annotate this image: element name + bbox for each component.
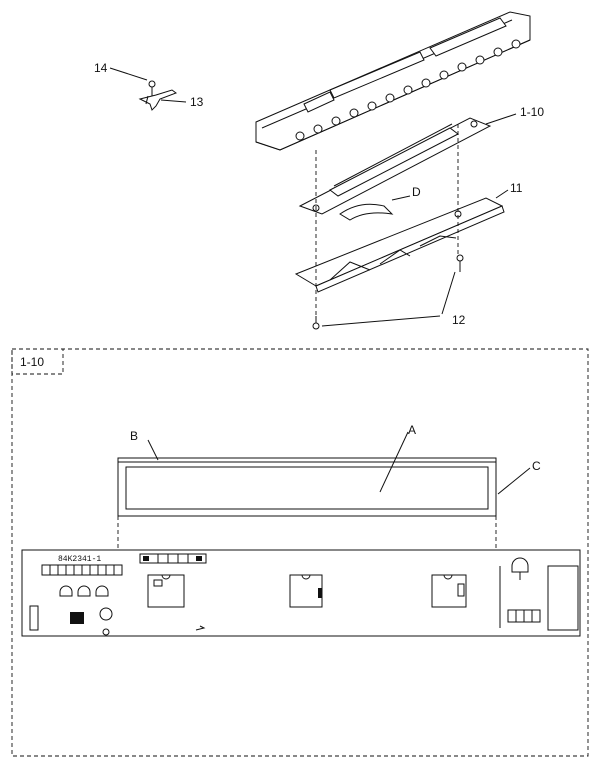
- transistor: [59, 585, 109, 597]
- leader-1-10: [485, 113, 517, 125]
- detail-box-tag: 1-10: [20, 355, 44, 369]
- pin-header: [41, 564, 123, 576]
- ribbon-cable-d: [339, 203, 394, 221]
- control-panel-housing: [255, 11, 531, 151]
- connector-strip: [139, 553, 207, 564]
- ic-socket: [147, 574, 185, 608]
- detail-box-1-10: 1-10 B A C 84K2341-1: [11, 348, 589, 757]
- edge-connector: [547, 565, 579, 631]
- resistor: [29, 605, 39, 631]
- printed-circuit-board: 84K2341-1: [21, 549, 581, 637]
- capacitor: [99, 607, 113, 621]
- pcb-part-code: 84K2341-1: [58, 555, 101, 564]
- leader-13: [160, 99, 187, 103]
- ic-socket: [289, 574, 323, 608]
- callout-13: 13: [190, 95, 204, 109]
- callout-b: B: [130, 429, 138, 443]
- leader-14: [109, 67, 148, 81]
- leader-11: [495, 189, 509, 199]
- mounting-plate-11: [294, 197, 505, 293]
- callout-c: C: [532, 459, 541, 473]
- leader-b: [147, 439, 159, 461]
- capacitor: [102, 628, 110, 636]
- callout-d: D: [412, 185, 421, 199]
- callout-14: 14: [94, 61, 108, 75]
- bracket-13: [138, 89, 178, 111]
- screw-12: [312, 254, 464, 330]
- callout-12: 12: [452, 313, 466, 327]
- leader-a: [379, 431, 409, 493]
- display-board-1-10: [298, 117, 492, 215]
- pcb-trace: [195, 625, 206, 631]
- leader-12: [321, 271, 456, 327]
- ic-socket: [431, 574, 467, 608]
- callout-a: A: [408, 423, 416, 437]
- callout-1-10: 1-10: [520, 105, 544, 119]
- relay: [507, 609, 541, 623]
- lcd-display: [117, 457, 497, 517]
- button-row: [295, 39, 521, 141]
- callout-11: 11: [510, 181, 523, 195]
- leader-d: [391, 195, 411, 201]
- screw-14: [148, 80, 156, 96]
- leader-c: [497, 467, 531, 495]
- upper-assembly: 14 13 1-10 D 11 12: [94, 11, 544, 330]
- ic-chip: [70, 612, 84, 624]
- transistor: [511, 557, 529, 580]
